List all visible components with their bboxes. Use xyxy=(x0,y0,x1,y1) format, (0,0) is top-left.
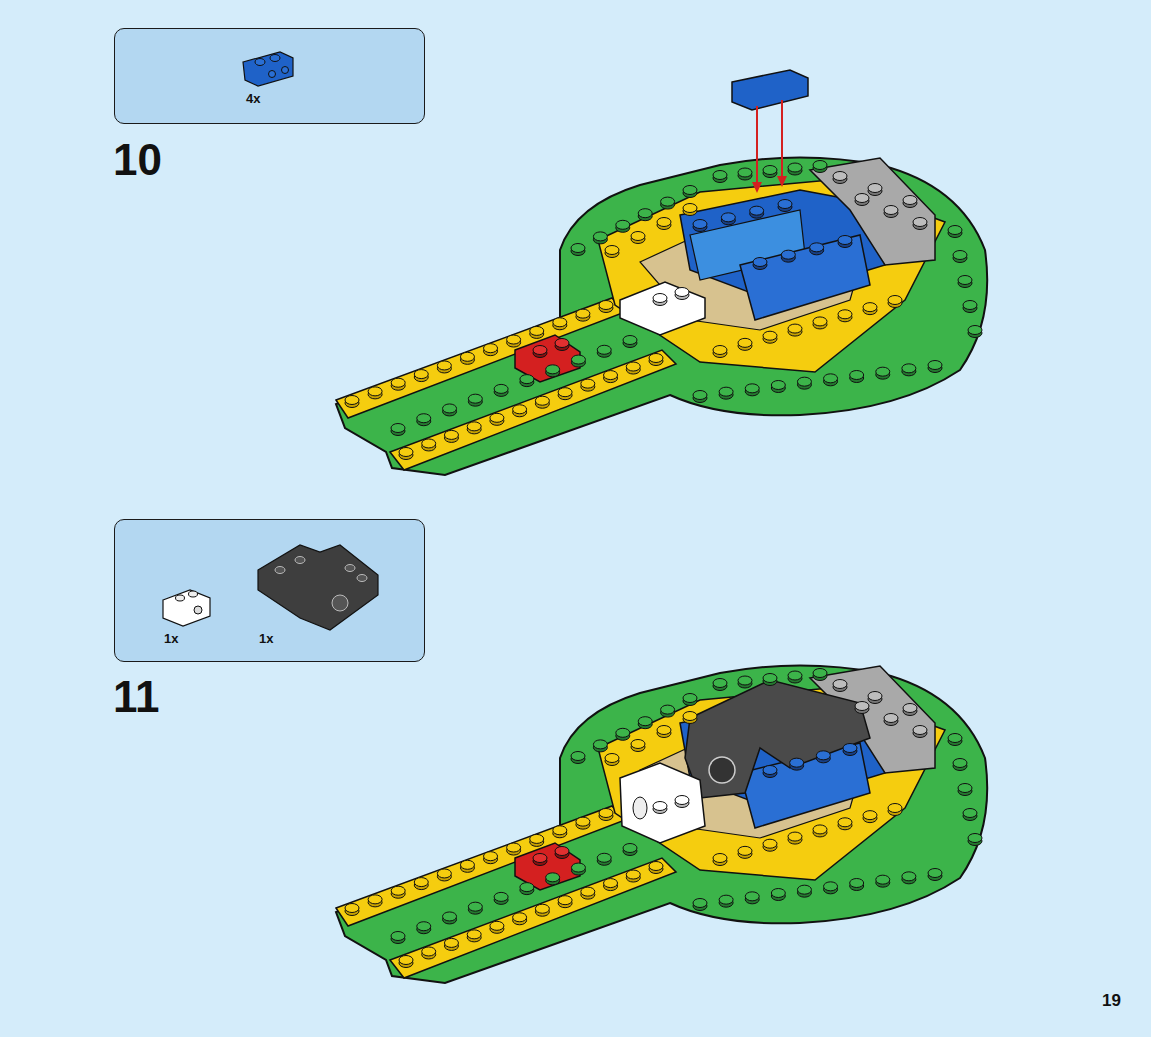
blue-bracket-icon xyxy=(243,52,293,86)
dark-grey-part-icon xyxy=(258,545,378,630)
falling-part xyxy=(732,70,808,193)
part-quantity: 4x xyxy=(246,91,260,106)
part-quantity: 1x xyxy=(259,631,273,646)
step-number: 10 xyxy=(113,138,162,182)
part-quantity: 1x xyxy=(164,631,178,646)
page-number: 19 xyxy=(1102,992,1121,1009)
white-brick-icon xyxy=(163,590,210,626)
step-number: 11 xyxy=(113,675,160,719)
